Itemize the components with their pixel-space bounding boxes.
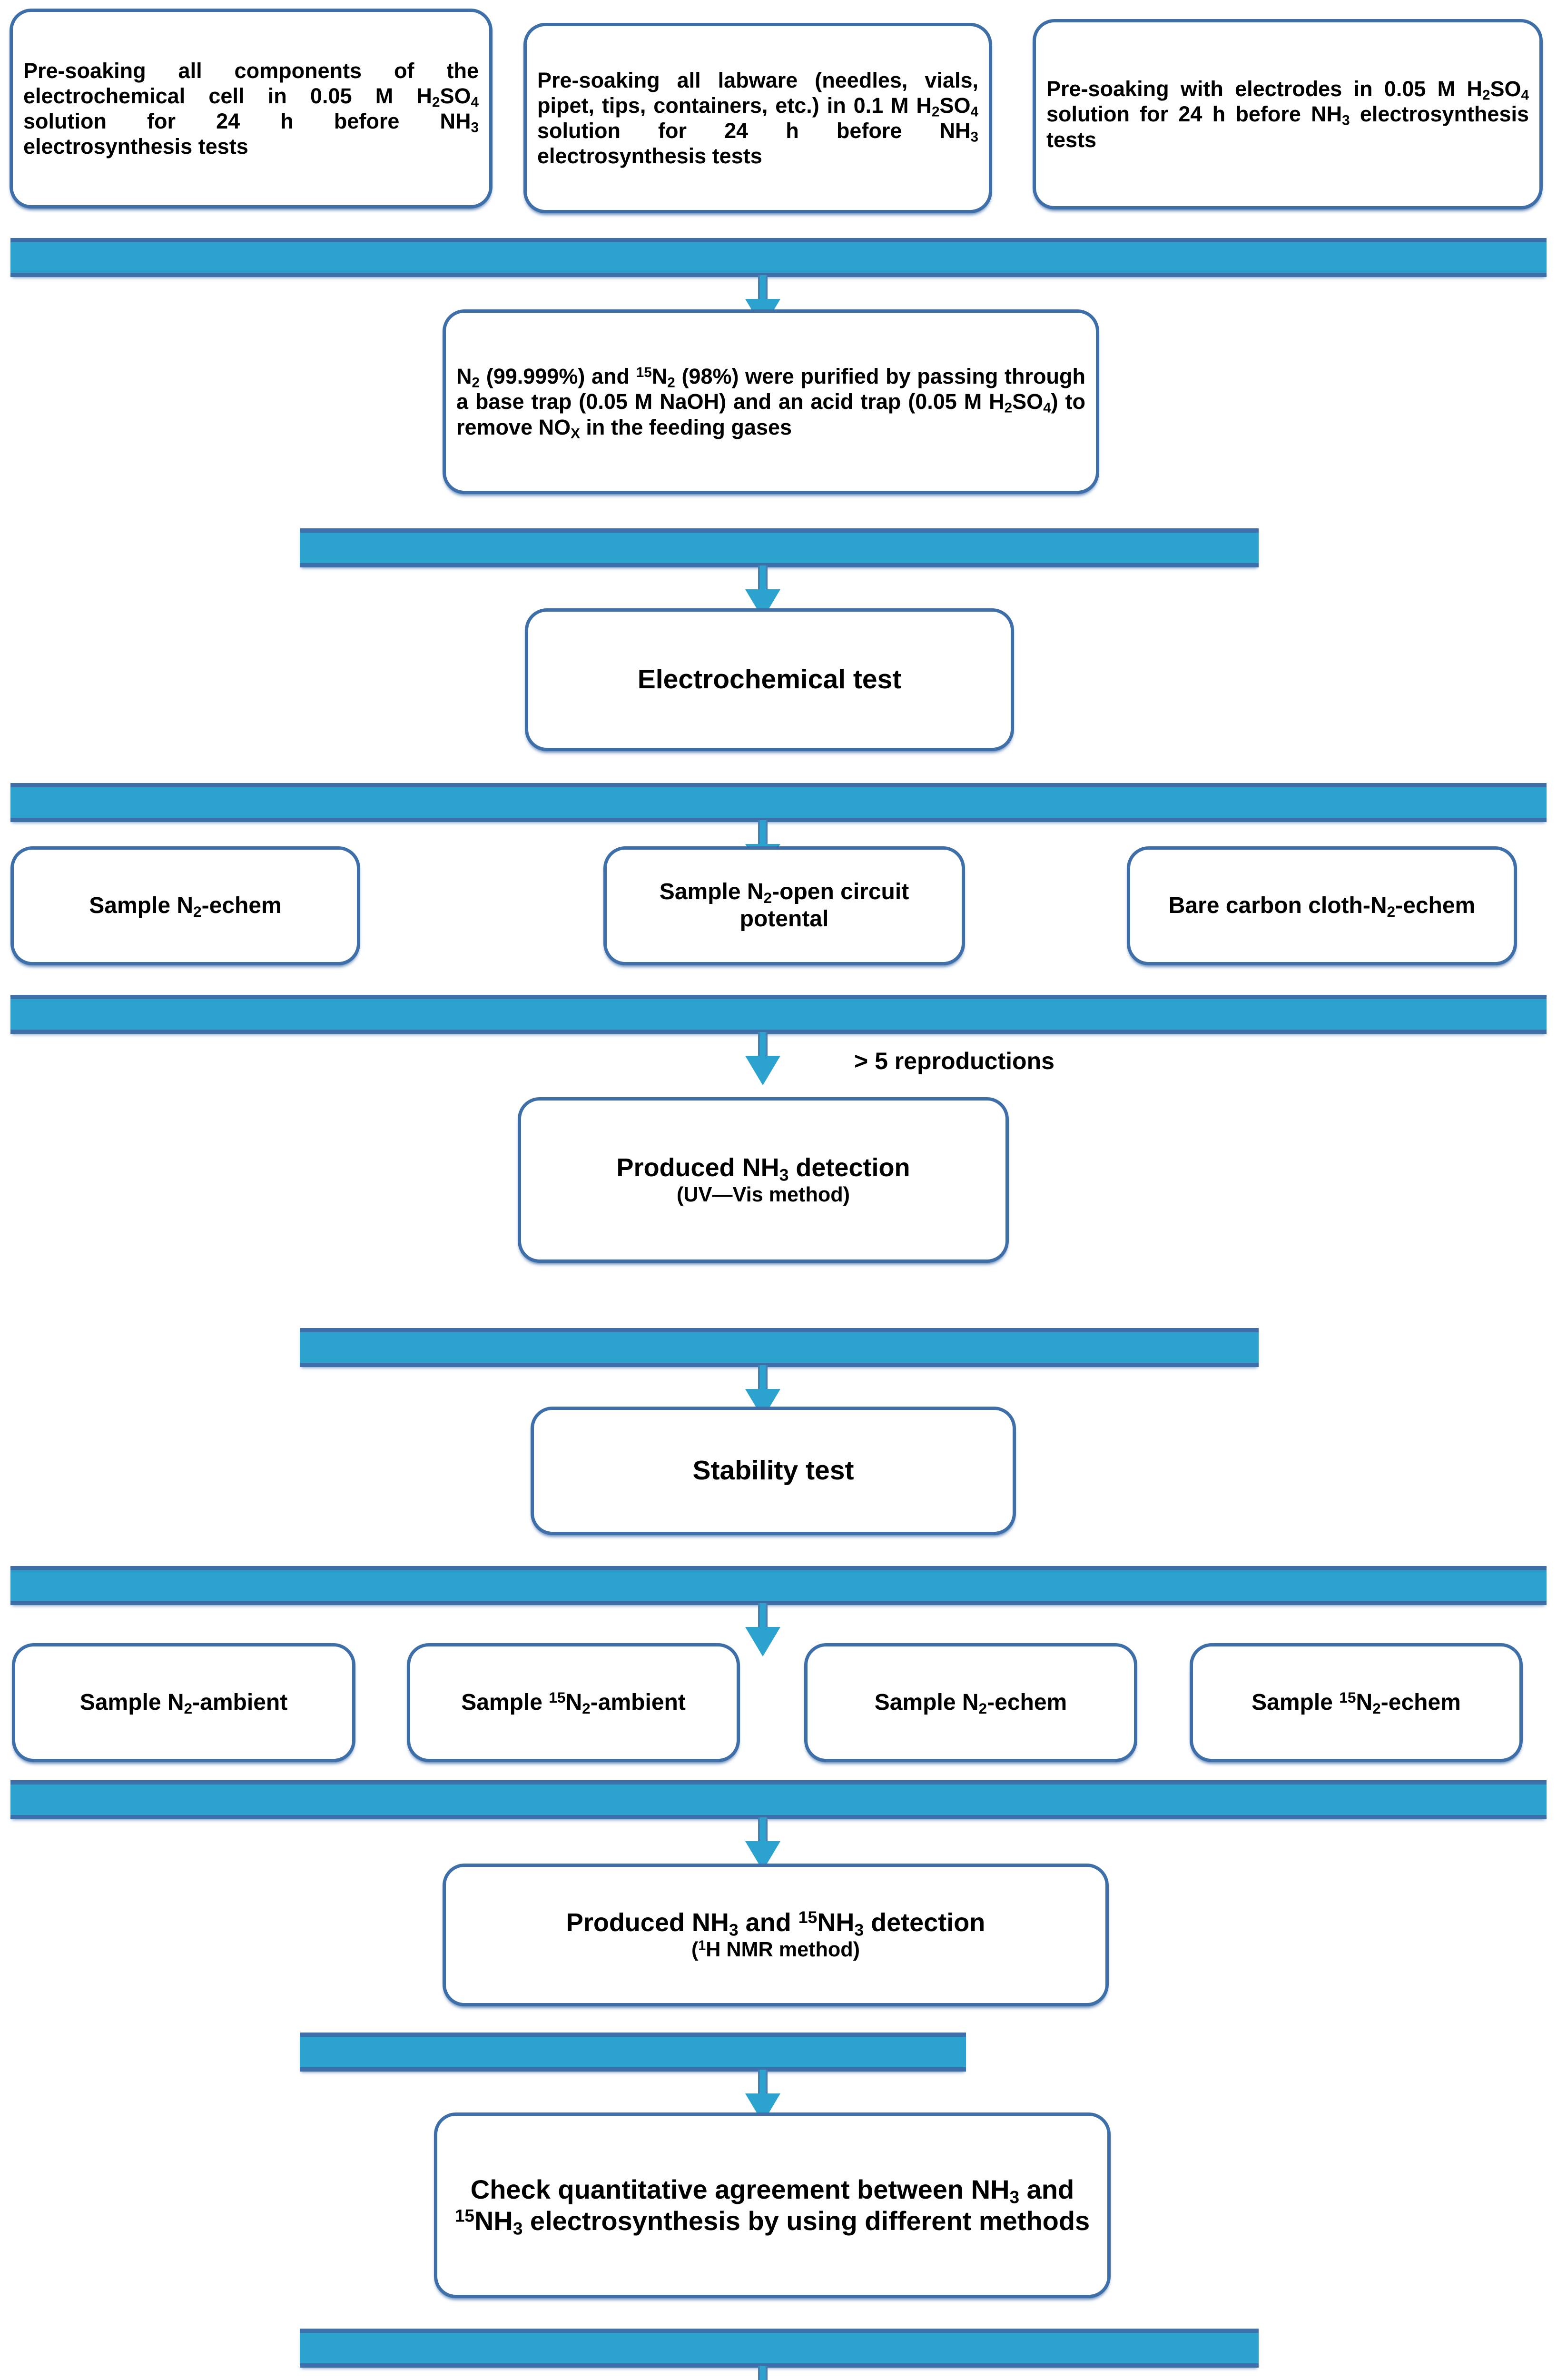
node-stability-test: Stability test bbox=[531, 1407, 1016, 1535]
connector-bar-7 bbox=[10, 1780, 1547, 1819]
connector-bar-6 bbox=[10, 1566, 1547, 1605]
node-electrochemical-test-label: Electrochemical test bbox=[637, 664, 902, 695]
node-sample-n2-ambient-text: Sample N2-ambient bbox=[79, 1689, 288, 1717]
node-bare-carbon-cloth: Bare carbon cloth-N2-echem bbox=[1127, 846, 1517, 965]
connector-bar-9 bbox=[300, 2329, 1259, 2368]
node-sample-n2-ambient: Sample N2-ambient bbox=[12, 1643, 355, 1762]
node-nh3-detection-nmr-text: Produced NH3 and 15NH3 detection(1H NMR … bbox=[456, 1908, 1095, 1963]
node-presoak-labware: Pre-soaking all labware (needles, vials,… bbox=[523, 23, 992, 213]
node-sample-n2-ocp-text: Sample N2-open circuit potental bbox=[659, 879, 909, 932]
node-sample-15n2-ambient-text: Sample 15N2-ambient bbox=[461, 1688, 686, 1717]
node-sample-n2-echem-2-text: Sample N2-echem bbox=[874, 1689, 1067, 1717]
arrow-down-9 bbox=[745, 2366, 780, 2380]
node-sample-n2-echem-2: Sample N2-echem bbox=[804, 1643, 1137, 1762]
connector-bar-8 bbox=[300, 2033, 966, 2072]
node-electrochemical-test: Electrochemical test bbox=[525, 608, 1014, 751]
node-gas-purification: N2 (99.999%) and 15N2 (98%) were purifie… bbox=[443, 309, 1099, 494]
annotation-reproductions: > 5 reproductions bbox=[854, 1048, 1054, 1074]
node-presoak-electrodes: Pre-soaking with electrodes in 0.05 M H2… bbox=[1033, 19, 1543, 209]
node-sample-n2-echem-text: Sample N2-echem bbox=[89, 892, 282, 920]
arrow-down-4 bbox=[745, 1032, 780, 1089]
node-check-agreement-text: Check quantitative agreement between NH3… bbox=[454, 2174, 1090, 2239]
connector-bar-2 bbox=[300, 528, 1259, 567]
node-bare-carbon-cloth-text: Bare carbon cloth-N2-echem bbox=[1168, 892, 1476, 920]
connector-bar-3 bbox=[10, 783, 1547, 822]
connector-bar-4 bbox=[10, 995, 1547, 1034]
node-sample-n2-ocp: Sample N2-open circuit potental bbox=[603, 846, 965, 965]
node-presoak-labware-text: Pre-soaking all labware (needles, vials,… bbox=[537, 68, 978, 169]
connector-bar-5 bbox=[300, 1328, 1259, 1367]
node-nh3-detection-uvvis-text: Produced NH3 detection(UV—Vis method) bbox=[532, 1153, 995, 1208]
node-gas-purification-text: N2 (99.999%) and 15N2 (98%) were purifie… bbox=[456, 364, 1085, 442]
node-nh3-detection-uvvis-method: (UV—Vis method) bbox=[677, 1183, 850, 1207]
node-sample-n2-echem: Sample N2-echem bbox=[10, 846, 360, 965]
node-nh3-detection-uvvis: Produced NH3 detection(UV—Vis method) bbox=[518, 1097, 1009, 1263]
node-presoak-cell-text: Pre-soaking all components of the electr… bbox=[23, 58, 479, 159]
node-sample-15n2-ambient: Sample 15N2-ambient bbox=[407, 1643, 740, 1762]
node-stability-test-label: Stability test bbox=[692, 1455, 854, 1486]
connector-bar-1 bbox=[10, 238, 1547, 277]
node-presoak-electrodes-text: Pre-soaking with electrodes in 0.05 M H2… bbox=[1046, 77, 1529, 152]
node-sample-15n2-echem: Sample 15N2-echem bbox=[1190, 1643, 1523, 1762]
node-nh3-detection-nmr-method: (1H NMR method) bbox=[691, 1938, 860, 1962]
arrow-down-6 bbox=[745, 1603, 780, 1660]
node-check-agreement: Check quantitative agreement between NH3… bbox=[434, 2112, 1111, 2298]
node-presoak-cell: Pre-soaking all components of the electr… bbox=[10, 9, 493, 208]
node-sample-15n2-echem-text: Sample 15N2-echem bbox=[1252, 1688, 1461, 1717]
node-nh3-detection-nmr: Produced NH3 and 15NH3 detection(1H NMR … bbox=[443, 1864, 1109, 2006]
